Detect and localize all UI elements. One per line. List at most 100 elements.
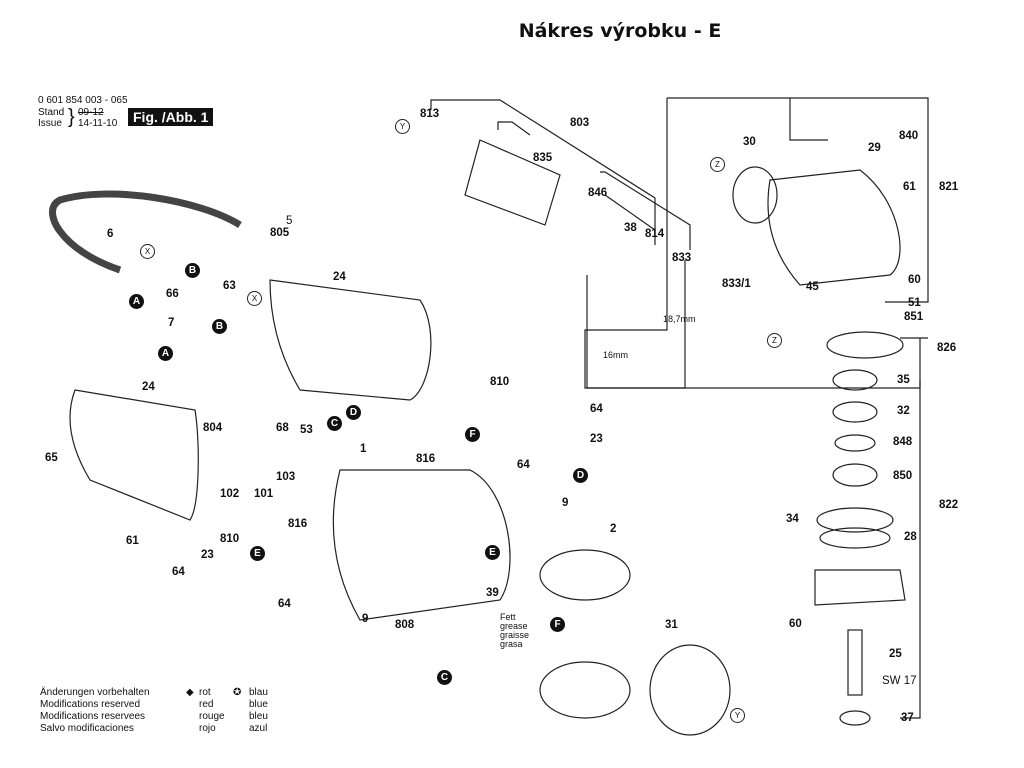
- grease-note-de: Fett: [500, 612, 516, 622]
- bracket-840: [789, 98, 828, 141]
- part-number: 0 601 854 003 - 065: [38, 95, 128, 106]
- connector-e-marker: E: [485, 545, 500, 560]
- gear-housing: [767, 169, 901, 286]
- part-label: 60: [789, 618, 802, 630]
- part-label: 64: [278, 598, 291, 610]
- grease-note: Fett grease graisse grasa: [500, 613, 529, 649]
- legend-text: Änderungen vorbehalten: [40, 687, 150, 698]
- part-label: 25: [889, 648, 902, 660]
- part-label: 102: [220, 488, 240, 500]
- reference-x-marker: X: [140, 244, 155, 259]
- part-label: 65: [45, 452, 58, 464]
- part-label: 38: [624, 222, 637, 234]
- connector-e-marker: E: [250, 546, 265, 561]
- part-label: 66: [166, 288, 179, 300]
- part-label: 24: [142, 381, 155, 393]
- dimension-label: 18,7mm: [663, 314, 696, 324]
- legend-text: Modifications reserved: [40, 699, 141, 710]
- part-label: 816: [416, 453, 436, 465]
- part-label: 813: [420, 108, 440, 120]
- legend-text: blue: [249, 699, 268, 710]
- reference-x-marker: X: [247, 291, 262, 306]
- bracket-835: [497, 121, 531, 136]
- part-label: 23: [590, 433, 603, 445]
- part-label: 9: [362, 613, 369, 625]
- connector-c-marker: C: [437, 670, 452, 685]
- legend-red: rot red rouge rojo: [199, 687, 225, 735]
- stand-label: Stand: [38, 107, 65, 118]
- part-label: 851: [904, 311, 924, 323]
- part-label: 808: [395, 619, 415, 631]
- part-label: 821: [939, 181, 959, 193]
- bracket-846-group: [600, 171, 691, 250]
- part-label: 1: [360, 443, 367, 455]
- part-label: 804: [203, 422, 223, 434]
- bracket-lower-box: [584, 98, 921, 389]
- part-label: 39: [486, 587, 499, 599]
- stand-value: 09-12: [78, 107, 104, 118]
- connector-b-marker: B: [185, 263, 200, 278]
- end-cap-31: [649, 644, 731, 736]
- dimension-label: 16mm: [603, 350, 629, 360]
- part-label: 31: [665, 619, 678, 631]
- connector-f-marker: F: [465, 427, 480, 442]
- part-label: 64: [172, 566, 185, 578]
- part-label: 32: [897, 405, 910, 417]
- part-label: 45: [806, 281, 819, 293]
- legend-text: azul: [249, 723, 268, 734]
- bracket-814: [604, 194, 656, 231]
- legend-text: bleu: [249, 711, 268, 722]
- part-label: 30: [743, 136, 756, 148]
- page-title: Nákres výrobku - E: [518, 20, 722, 42]
- brace: }: [68, 106, 75, 128]
- part-label: 101: [254, 488, 274, 500]
- connector-c-marker: C: [327, 416, 342, 431]
- stator-2: [539, 549, 631, 601]
- part-label: 29: [868, 142, 881, 154]
- armature-835: [464, 139, 561, 226]
- part-label: 826: [937, 342, 957, 354]
- legend-text: rot: [199, 687, 211, 698]
- bracket-803: [430, 99, 656, 245]
- legend-text: Modifications reservees: [40, 711, 146, 722]
- legend-text: Salvo modificaciones: [40, 723, 134, 734]
- part-label: 61: [126, 535, 139, 547]
- gear-826: [826, 331, 904, 359]
- ring-34: [816, 507, 894, 533]
- part-label: 64: [517, 459, 530, 471]
- part-label: 6: [107, 228, 114, 240]
- connector-a-marker: A: [129, 294, 144, 309]
- part-label: 846: [588, 187, 608, 199]
- legend-star-icon: ✪: [233, 687, 242, 698]
- part-label: 9: [562, 497, 569, 509]
- reference-y-marker: Y: [730, 708, 745, 723]
- part-label: 2: [610, 523, 617, 535]
- reference-z-marker: Z: [710, 157, 725, 172]
- part-label: 840: [899, 130, 919, 142]
- part-label: 814: [645, 228, 665, 240]
- part-label: 64: [590, 403, 603, 415]
- part-label: 37: [901, 712, 914, 724]
- part-label: 848: [893, 436, 913, 448]
- part-label: 60: [908, 274, 921, 286]
- gear-30: [732, 166, 778, 224]
- part-label: 835: [533, 152, 553, 164]
- part-label: 822: [939, 499, 959, 511]
- legend-blue: blau blue bleu azul: [249, 687, 268, 735]
- circlip-848: [834, 434, 876, 452]
- part-label: 34: [786, 513, 799, 525]
- part-label: 803: [570, 117, 590, 129]
- bearing-35: [832, 369, 878, 391]
- legend-text: rojo: [199, 723, 216, 734]
- part-label: 61: [903, 181, 916, 193]
- connector-a-marker: A: [158, 346, 173, 361]
- part-label: 53: [300, 424, 313, 436]
- spindle-25: [847, 629, 863, 696]
- bracket-822: [900, 380, 921, 719]
- grease-note-es: grasa: [500, 639, 523, 649]
- part-label: 810: [490, 376, 510, 388]
- power-cord: [49, 190, 242, 274]
- seal-32: [832, 401, 878, 423]
- flange: [814, 569, 906, 606]
